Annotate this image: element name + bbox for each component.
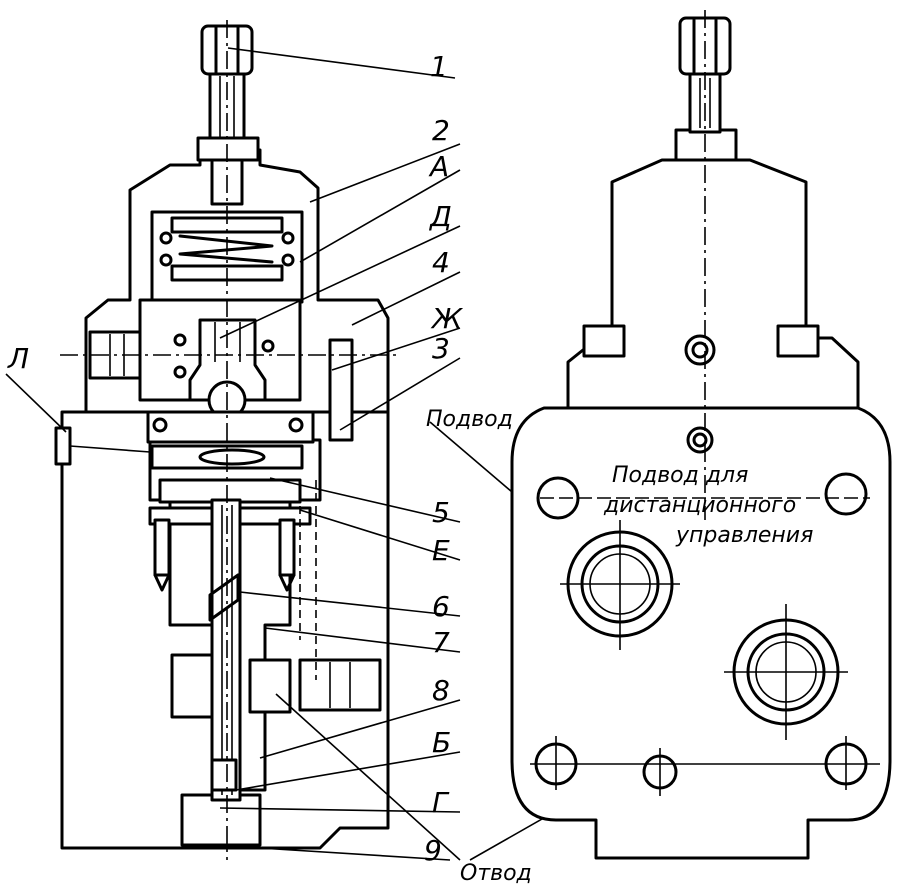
label-remote-1: Подвод для — [612, 463, 748, 488]
drain-pocket-left — [170, 653, 216, 719]
label-Zh: Ж — [430, 302, 464, 335]
label-3: 3 — [432, 332, 450, 365]
label-remote-3: управления — [675, 523, 813, 548]
exterior-view — [510, 10, 892, 860]
label-7: 7 — [432, 626, 450, 659]
label-D: Д — [428, 200, 452, 233]
bolt-hole-tr — [824, 472, 868, 516]
section-view — [54, 20, 398, 860]
label-5: 5 — [432, 496, 450, 529]
label-4: 4 — [432, 246, 450, 279]
label-6: 6 — [432, 590, 450, 623]
label-E: Е — [432, 534, 450, 567]
label-podvod: Подвод — [426, 407, 513, 432]
lock-nut — [196, 136, 260, 162]
label-L: Л — [7, 342, 29, 375]
label-remote-2: дистанционного — [603, 493, 796, 518]
label-1: 1 — [430, 50, 448, 83]
label-9: 9 — [424, 834, 442, 867]
label-A: А — [428, 150, 449, 183]
cap — [610, 158, 808, 342]
label-8: 8 — [432, 674, 450, 707]
label-G: Г — [432, 786, 450, 819]
label-B: Б — [432, 726, 451, 759]
callout-labels: 1 2 А Д 4 Ж 3 Л Подвод 5 Е 6 7 8 Б Г 9 О… — [7, 50, 813, 884]
label-2: 2 — [432, 114, 450, 147]
bottom-plug — [180, 793, 262, 847]
cover-flange — [84, 148, 390, 414]
pilot-piston — [188, 318, 267, 402]
outlet-channel — [248, 658, 292, 714]
label-otvod: Отвод — [460, 861, 532, 884]
right-port — [298, 658, 382, 712]
main-spool — [210, 498, 242, 802]
seat-plate — [146, 410, 315, 444]
